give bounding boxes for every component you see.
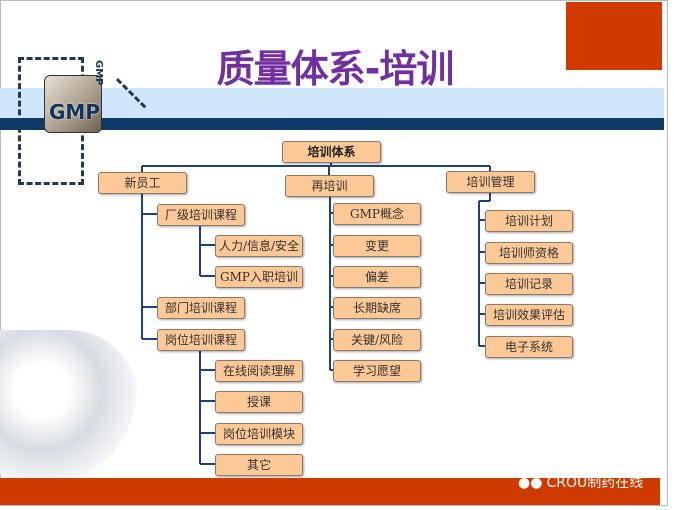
connector [329,195,333,371]
logo-text: GMP [49,100,100,124]
node-leaf: 培训记录 [485,273,573,295]
node-root: 培训体系 [282,141,381,163]
footer-red-bar [0,478,660,505]
node-leaf: 培训效果评估 [485,304,573,326]
node-plant-course: 厂级培训课程 [157,204,245,226]
node-retraining: 再培训 [285,175,374,197]
connector [478,191,491,347]
node-leaf: 电子系统 [485,336,573,358]
node-leaf: 岗位培训模块 [215,423,303,445]
node-leaf: GMP入职培训 [215,266,303,288]
connector [141,193,157,340]
node-leaf: GMP概念 [333,203,421,225]
node-department-course: 部门培训课程 [157,297,245,319]
node-position-course: 岗位培训课程 [157,329,245,351]
node-leaf: 人力/信息/安全 [215,235,303,257]
corner-red-block [566,2,662,70]
watermark-text: CROU制药在线 [546,475,644,491]
node-training-management: 培训管理 [446,171,535,193]
connector [199,224,215,277]
connector [199,349,215,465]
node-leaf: 学习愿望 [333,360,421,382]
slide-title: 质量体系-培训 [216,47,455,91]
header-light-band [0,88,664,118]
node-leaf: 关键/风险 [333,329,421,351]
node-leaf: 变更 [333,235,421,257]
node-leaf: 偏差 [333,266,421,288]
node-leaf: 长期缺席 [333,297,421,319]
stethoscope-background-image [0,330,140,480]
node-leaf: 授课 [215,391,303,413]
wechat-icon: ●● [518,475,543,491]
gmp-logo: GMP [44,75,102,133]
connector [141,161,491,175]
header-navy-band [0,118,664,130]
node-leaf: 其它 [215,454,303,476]
node-leaf: 培训师资格 [485,242,573,264]
connector-lines [141,161,491,465]
node-new-employee: 新员工 [98,172,187,194]
node-leaf: 在线阅读理解 [215,360,303,382]
node-leaf: 培训计划 [485,210,573,232]
watermark: ●●CROU制药在线 [518,472,643,492]
